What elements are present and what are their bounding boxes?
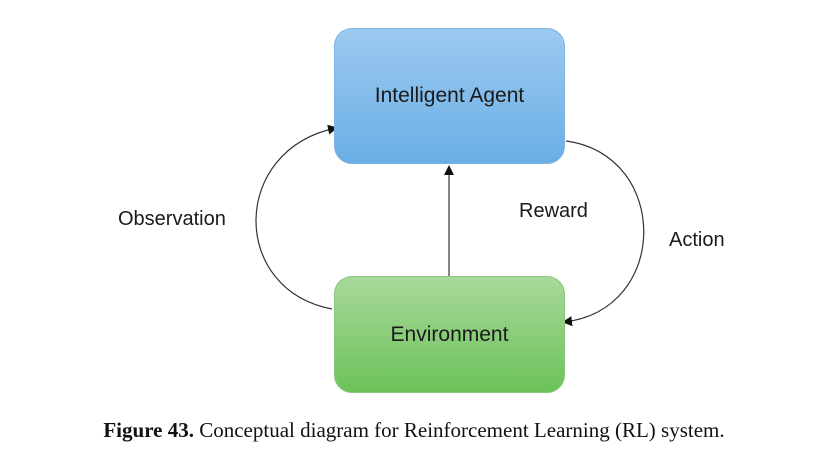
observation-label: Observation	[118, 208, 226, 230]
agent-node: Intelligent Agent	[334, 28, 565, 164]
observation-arrow	[255, 124, 338, 310]
environment-node-label: Environment	[390, 322, 509, 346]
action-arrow	[562, 140, 645, 327]
figure-number: Figure 43.	[103, 418, 194, 442]
environment-node: Environment	[334, 276, 565, 393]
action-label: Action	[669, 229, 725, 251]
agent-node-label: Intelligent Agent	[374, 84, 525, 107]
reward-label: Reward	[519, 200, 588, 222]
figure-caption: Figure 43. Conceptual diagram for Reinfo…	[0, 418, 828, 443]
figure-caption-text: Conceptual diagram for Reinforcement Lea…	[199, 418, 725, 442]
